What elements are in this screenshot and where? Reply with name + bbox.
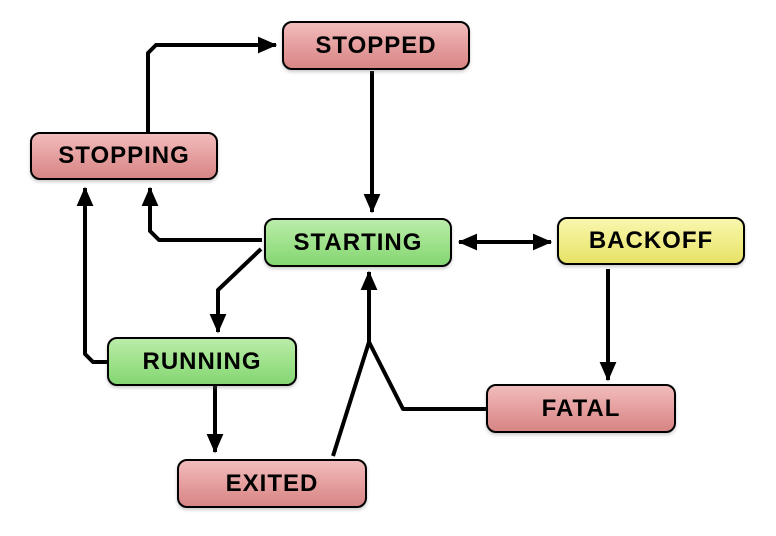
- state-label-stopping: STOPPING: [58, 142, 190, 169]
- edge-exited-to-starting: [331, 270, 378, 457]
- edge-starting-to-stopping: [141, 186, 262, 242]
- state-label-starting: STARTING: [293, 228, 423, 256]
- state-node-exited: EXITED: [177, 459, 367, 508]
- edge-stopping-to-stopped: [146, 36, 278, 132]
- state-label-stopped: STOPPED: [315, 31, 437, 59]
- state-node-backoff: BACKOFF: [557, 217, 745, 265]
- edge-fatal-to-starting: [367, 341, 486, 411]
- state-label-exited: EXITED: [225, 469, 319, 497]
- state-label-fatal: FATAL: [541, 394, 621, 422]
- state-node-stopping: STOPPING: [30, 132, 218, 180]
- edge-starting-to-running: [209, 247, 263, 334]
- state-node-fatal: FATAL: [486, 384, 676, 433]
- state-node-running: RUNNING: [107, 337, 297, 386]
- state-node-stopped: STOPPED: [282, 21, 470, 70]
- edge-running-to-stopping: [76, 186, 107, 364]
- state-label-backoff: BACKOFF: [588, 227, 714, 254]
- state-label-running: RUNNING: [142, 347, 262, 375]
- state-node-starting: STARTING: [264, 218, 452, 267]
